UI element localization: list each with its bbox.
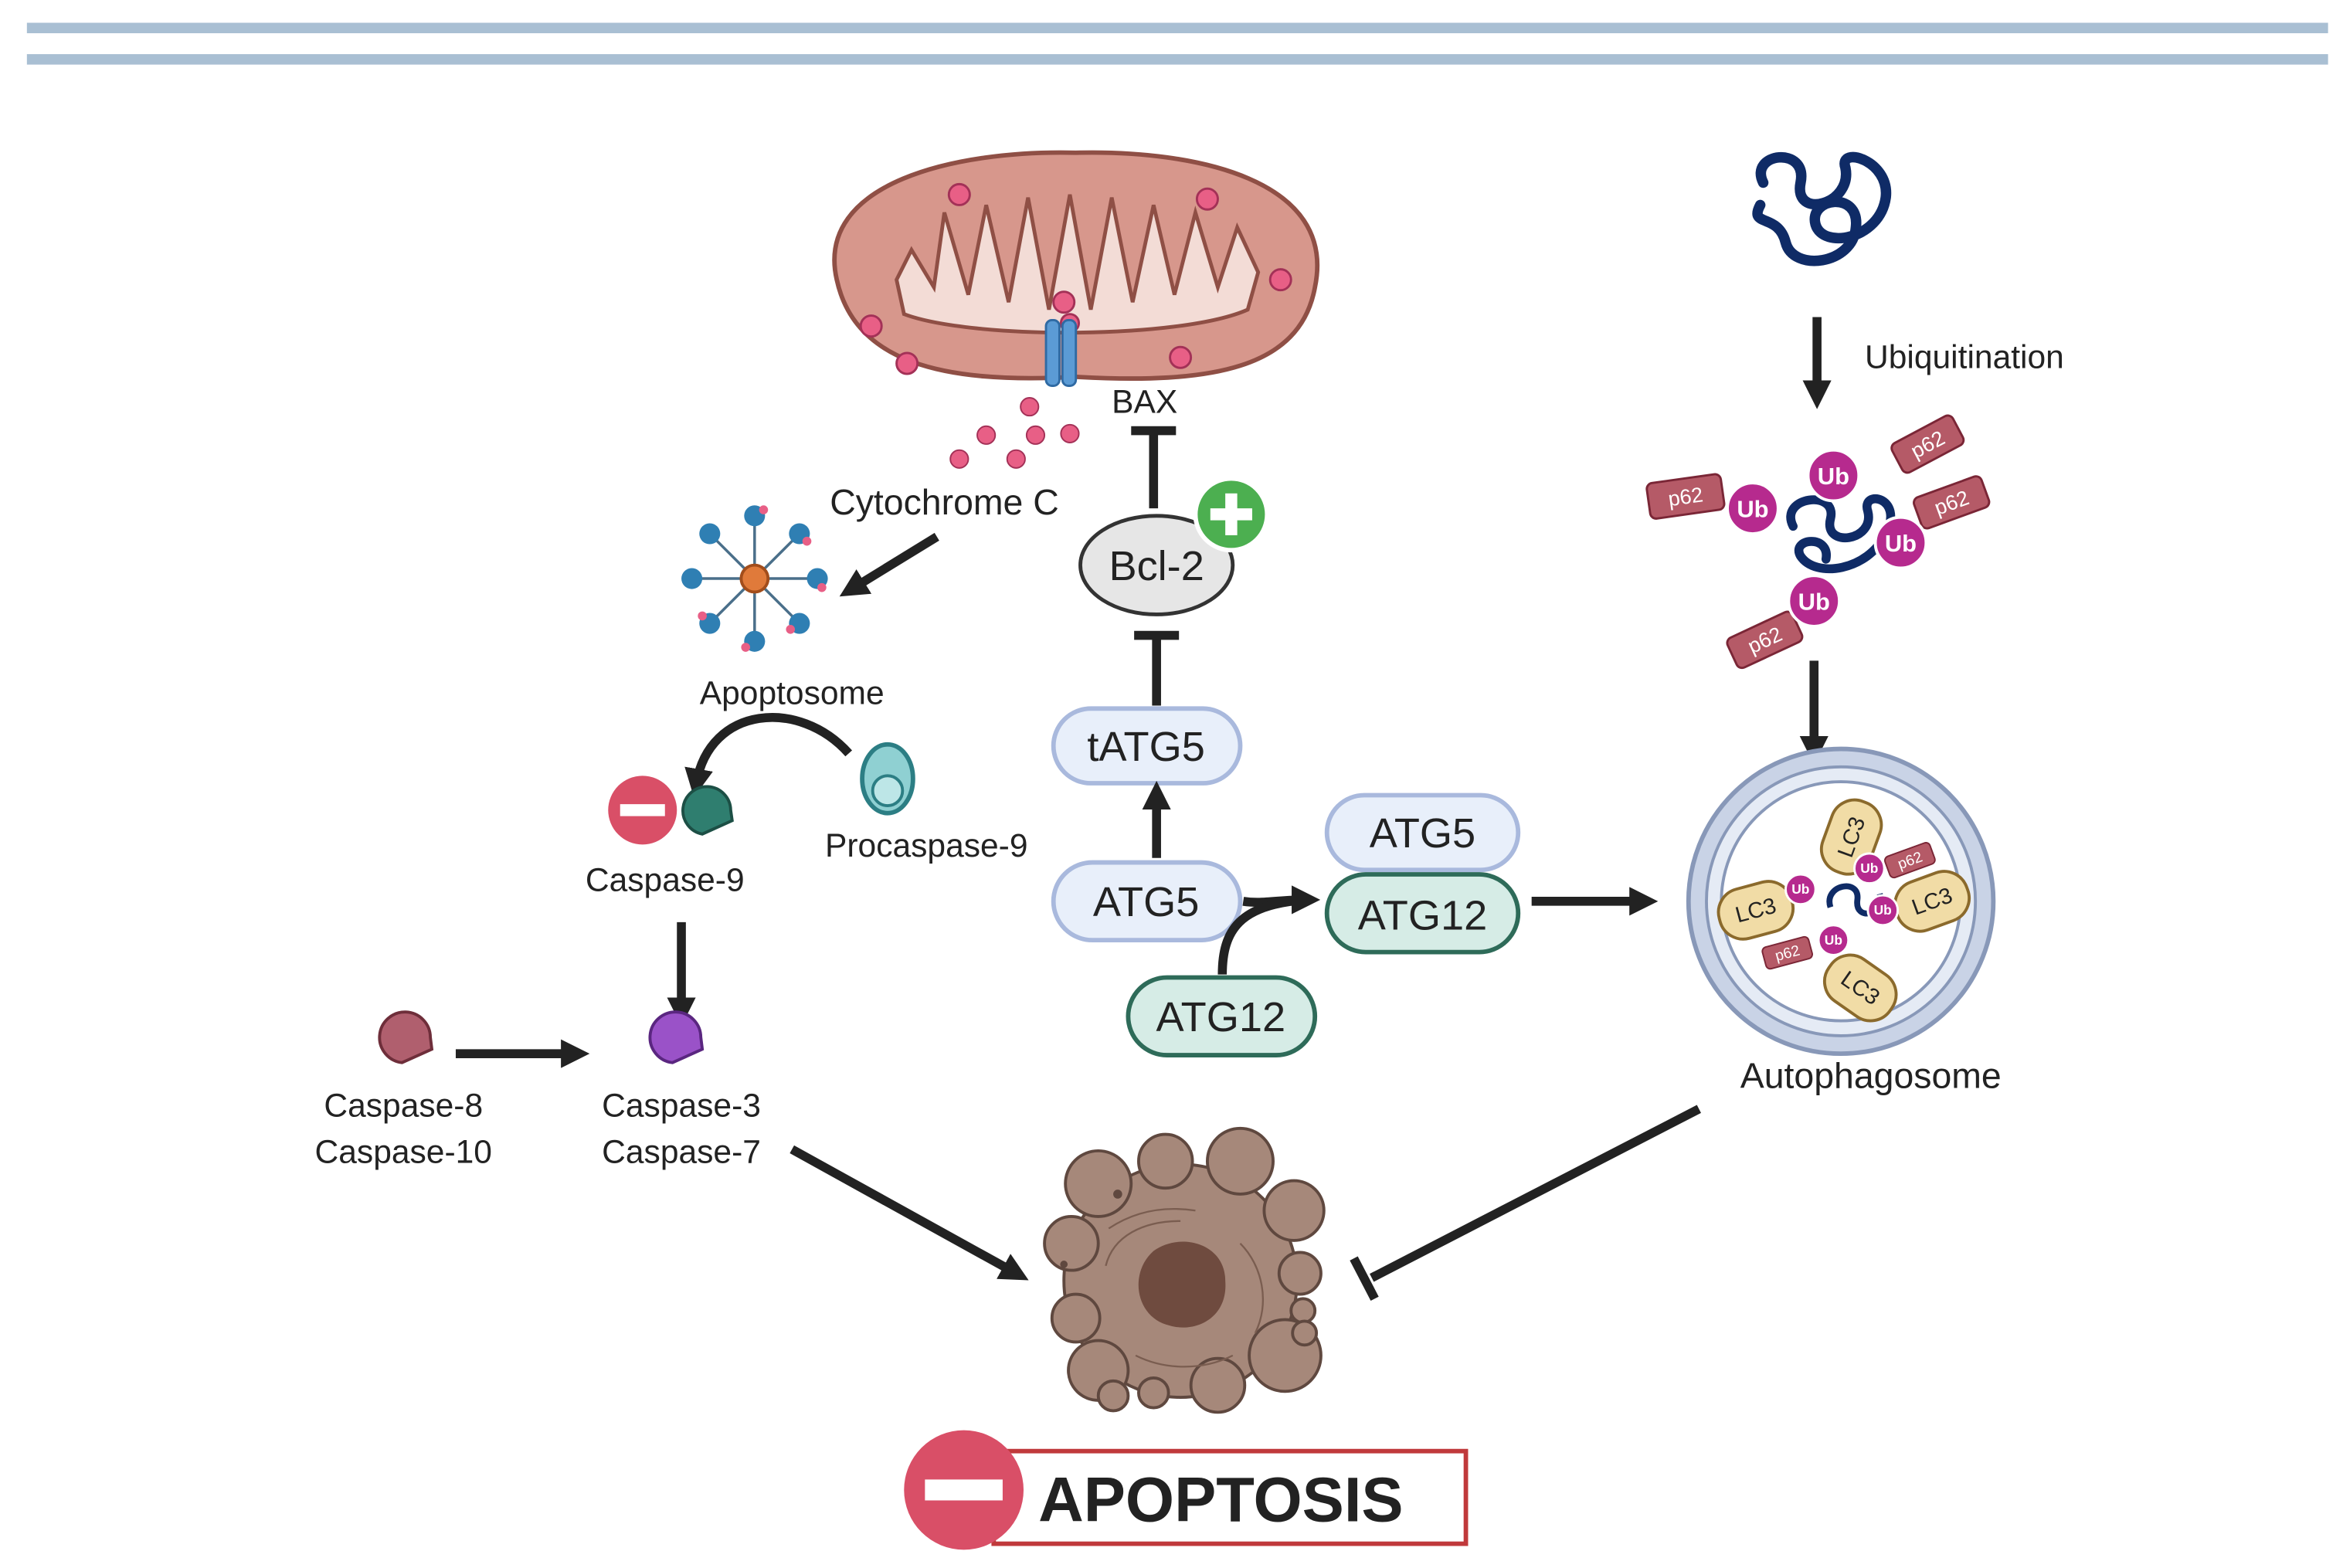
bcl2-node: Bcl-2: [1078, 514, 1235, 616]
p62-label-1: p62: [1666, 482, 1704, 511]
inhibit-minus-icon: [608, 776, 677, 845]
caspase10-label: Caspase-10: [315, 1133, 492, 1170]
arrow-cytochrome-to-apoptosome: [839, 532, 939, 597]
ubiquitinated-protein-icon: p62 p62 p62 p62 Ub Ub Ub Ub: [1645, 414, 1991, 670]
ub-label-3: Ub: [1885, 530, 1917, 557]
cytochrome-c-label: Cytochrome C: [830, 482, 1059, 522]
ubiquitination-label: Ubiquitination: [1865, 338, 2064, 375]
apoptosome-label: Apoptosome: [700, 675, 885, 712]
inhibit-tatg5-to-bcl2: [1134, 630, 1180, 706]
caspase7-label: Caspase-7: [602, 1133, 761, 1170]
apoptosome-icon: [681, 505, 828, 652]
svg-text:tATG5: tATG5: [1087, 724, 1204, 770]
autophagosome-icon: LC3 LC3 LC3 LC3 p62 p62 Ub Ub Ub Ub: [1686, 746, 1996, 1057]
complex-atg12-label: ATG12: [1358, 893, 1488, 939]
ub-label-4: Ub: [1798, 589, 1830, 616]
caspase3-label: Caspase-3: [602, 1087, 761, 1124]
atg5-atg12-complex: ATG5 ATG12: [1324, 792, 1521, 955]
apoptotic-cell-icon: [1043, 1126, 1326, 1414]
bax-channel-icon: [1044, 318, 1078, 387]
inhibit-autophagosome-to-apoptosis: [1350, 1105, 1701, 1302]
complex-atg5-label: ATG5: [1370, 810, 1475, 857]
cytochrome-granules: [949, 397, 1080, 469]
ub-label-6: Ub: [1860, 860, 1878, 876]
header-band: [26, 22, 2328, 65]
apoptosis-banner: APOPTOSIS: [904, 1430, 1469, 1550]
protein-coil-icon: [1752, 151, 1891, 266]
caspase8-label: Caspase-8: [324, 1087, 483, 1124]
activate-plus-icon: [1193, 476, 1270, 553]
bcl2-label: Bcl-2: [1109, 543, 1204, 589]
caspase9-icon: [681, 785, 734, 836]
atg5-node: ATG5: [1051, 860, 1243, 943]
autophagosome-label: Autophagosome: [1740, 1056, 2002, 1096]
procaspase9-label: Procaspase-9: [825, 827, 1028, 864]
atg12-node: ATG12: [1126, 975, 1318, 1057]
caspase3-icon: [648, 1010, 705, 1064]
arrow-procaspase-to-caspase9: [684, 713, 853, 798]
tatg5-node: tATG5: [1051, 706, 1243, 786]
ub-label-5: Ub: [1791, 881, 1809, 897]
ub-label-8: Ub: [1825, 932, 1842, 948]
procaspase9-icon: [860, 742, 915, 816]
caspase9-label: Caspase-9: [586, 861, 745, 898]
inhibit-bcl2-to-bax: [1131, 426, 1177, 509]
mitochondrion-icon: [832, 150, 1319, 382]
ub-label-2: Ub: [1818, 463, 1849, 490]
bax-label: BAX: [1112, 383, 1177, 420]
ub-label-1: Ub: [1737, 496, 1768, 523]
arrow-atg12-to-complex: [1217, 895, 1306, 975]
apoptosis-label: APOPTOSIS: [1038, 1465, 1404, 1536]
caspase8-icon: [378, 1010, 434, 1064]
svg-text:ATG12: ATG12: [1156, 994, 1286, 1040]
ub-label-7: Ub: [1874, 902, 1892, 918]
arrow-caspase3-to-apoptosis: [789, 1145, 1029, 1281]
svg-text:ATG5: ATG5: [1093, 879, 1199, 925]
